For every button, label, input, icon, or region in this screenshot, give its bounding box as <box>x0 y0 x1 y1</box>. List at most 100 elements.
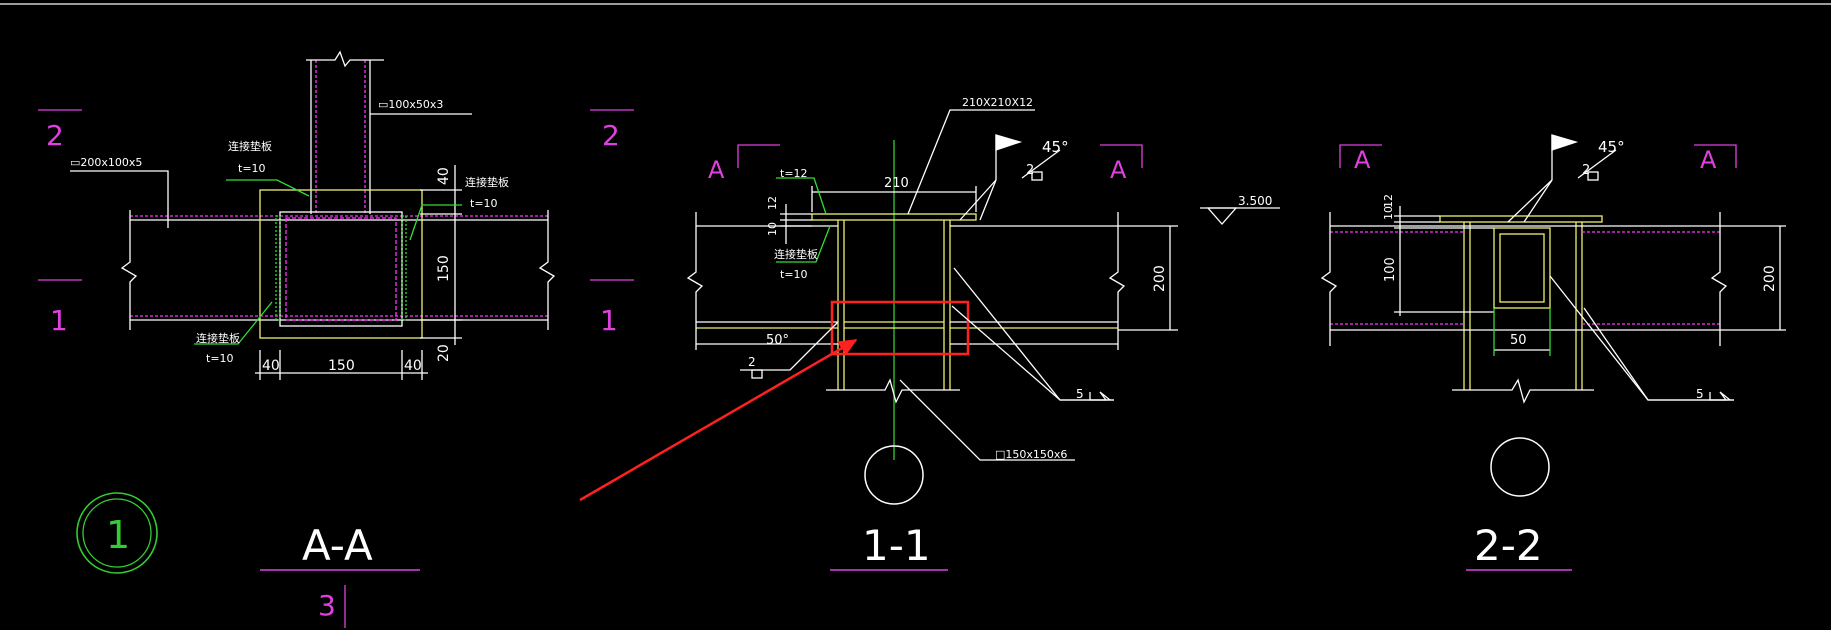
v11-weld-5-symbol <box>1089 391 1111 401</box>
v22-sect-a-left: A <box>1354 146 1371 174</box>
aa-leader-plate-c <box>194 301 273 345</box>
v22-sect-a-left-mark <box>1339 144 1382 168</box>
v22-weld-2: 2 <box>1582 163 1590 178</box>
v11-label-10: 10 <box>766 222 779 236</box>
v11-label-plate-size: 210X210X12 <box>962 96 1033 109</box>
aa-connection-plate <box>259 189 423 339</box>
aa-leader-beam <box>70 170 169 228</box>
v22-weld-leader-2 <box>1523 179 1553 223</box>
v22-sect-a-right-mark <box>1694 144 1737 168</box>
v11-detail-circle <box>864 445 924 505</box>
v11-label-dim-210: 210 <box>884 176 909 191</box>
v11-label-200: 200 <box>1152 265 1168 292</box>
v22-weld-box-top <box>1587 171 1599 181</box>
v11-col-break <box>826 378 960 404</box>
v22-weld-5-leader-1 <box>1549 275 1734 401</box>
view-22-section <box>1320 134 1786 571</box>
v11-weld-50-2: 2 <box>748 355 756 369</box>
view-22-labels: A A 10 12 100 50 200 2 45° 5 2-2 <box>1354 138 1778 570</box>
aa-title: A-A <box>302 521 373 570</box>
v11-label-plate: 连接垫板 <box>774 247 818 261</box>
v22-weld-bevel-line <box>1577 149 1617 179</box>
v22-weld-5: 5 <box>1696 387 1704 401</box>
aa-dim-20-v: 20 <box>436 344 452 362</box>
v11-weld-box-50 <box>751 369 763 379</box>
aa-dim-40-right: 40 <box>404 358 422 374</box>
v11-beam-break-left <box>686 212 704 350</box>
aa-pad-left <box>275 215 281 321</box>
view-11-labels: A A 210X210X12 t=12 210 12 10 连接垫板 t=10 … <box>708 96 1272 570</box>
aa-sheet-number: 3 <box>318 589 336 622</box>
v11-weld-2: 2 <box>1026 163 1034 178</box>
v22-detail-circle <box>1490 437 1550 497</box>
aa-label-top-tube: ▭100x50x3 <box>378 98 443 111</box>
aa-label-plate-c: 连接垫板 <box>196 331 240 345</box>
aa-cut-2-label: 2 <box>46 119 64 152</box>
v11-weld-box-top <box>1031 171 1043 181</box>
v11-sect-a-left-mark <box>737 144 780 168</box>
v22-beam-break-r <box>1710 212 1728 346</box>
v11-weld-leader-1 <box>959 179 997 221</box>
v11-sect-a-left: A <box>708 156 725 184</box>
v11-weld-5-leader <box>953 267 1114 401</box>
v11-weld-45: 45° <box>1042 138 1069 156</box>
v11-sect-a-right-mark <box>1100 144 1143 168</box>
aa-column-outer <box>279 211 403 327</box>
v11-highlight-arrow-head <box>836 339 858 356</box>
v11-label-elev: 3.500 <box>1238 194 1272 208</box>
v11-label-t12: t=12 <box>780 167 808 180</box>
v22-weld-5-leader-2 <box>1583 307 1734 401</box>
aa-leader-plate-b <box>409 204 462 241</box>
aa-callout-circle-outer <box>76 492 158 574</box>
v22-title: 2-2 <box>1474 521 1543 570</box>
v11-weld-5: 5 <box>1076 387 1084 401</box>
v11-leader-plate <box>776 225 831 263</box>
aa-label-plate-b-t: t=10 <box>470 197 498 210</box>
v11-leader-t12 <box>776 177 827 215</box>
aa-top-tube-break-line <box>306 50 384 68</box>
v22-label-10: 10 <box>1382 206 1395 220</box>
aa-dim-150-v: 150 <box>436 255 452 282</box>
v11-leader-plate-size <box>907 109 1035 215</box>
v22-weld-45: 45° <box>1598 138 1625 156</box>
v22-label-50: 50 <box>1510 333 1527 348</box>
v11-label-12: 12 <box>766 196 779 210</box>
v11-weld-flag <box>995 134 1023 151</box>
v22-label-200: 200 <box>1762 265 1778 292</box>
v22-inner-tube-inner <box>1499 233 1545 303</box>
v11-leader-column <box>899 379 1075 461</box>
aa-callout-circle-inner <box>82 498 152 568</box>
v22-weld-flag <box>1551 134 1579 151</box>
aa-column-inner <box>285 217 397 321</box>
aa-beam-break-left <box>120 210 138 330</box>
aa-callout-number: 1 <box>106 513 130 557</box>
v22-sect-a-right: A <box>1700 146 1717 174</box>
v22-beam-break-l <box>1320 212 1338 346</box>
aa-label-beam: ▭200x100x5 <box>70 156 142 169</box>
aa-label-plate-c-t: t=10 <box>206 352 234 365</box>
aa-dim-40-left: 40 <box>262 358 280 374</box>
aa-label-plate-b: 连接垫板 <box>465 175 509 189</box>
v11-label-plate-t: t=10 <box>780 268 808 281</box>
v11-beam-break-right <box>1108 212 1126 350</box>
v11-label-column: □150x150x6 <box>995 448 1067 461</box>
v11-elev-triangle <box>1206 207 1238 225</box>
v11-sect-a-right: A <box>1110 156 1127 184</box>
aa-dim-150-h: 150 <box>328 358 355 374</box>
aa-leader-plate-a <box>226 179 310 197</box>
view-aa-labels: 2 1 2 1 ▭100x50x3 ▭200x100x5 连接垫板 t=10 连… <box>46 98 620 622</box>
v11-weld-5-leader-2 <box>951 305 1114 401</box>
v11-weld-bevel-line <box>1021 149 1061 179</box>
aa-dim-40-top: 40 <box>436 167 452 185</box>
v22-weld-leader-1 <box>1507 179 1553 223</box>
v11-weld-leader-2 <box>979 179 997 221</box>
view-aa-section <box>38 50 634 628</box>
v22-inner-tube-outer <box>1493 227 1551 309</box>
v22-cap-plate <box>1439 215 1603 223</box>
v11-highlight-arrow <box>579 338 857 502</box>
v22-label-12: 12 <box>1382 194 1395 208</box>
v22-weld-5-symbol <box>1709 391 1731 401</box>
v22-col-break <box>1452 378 1594 404</box>
aa-cut-1-label: 1 <box>50 304 68 337</box>
